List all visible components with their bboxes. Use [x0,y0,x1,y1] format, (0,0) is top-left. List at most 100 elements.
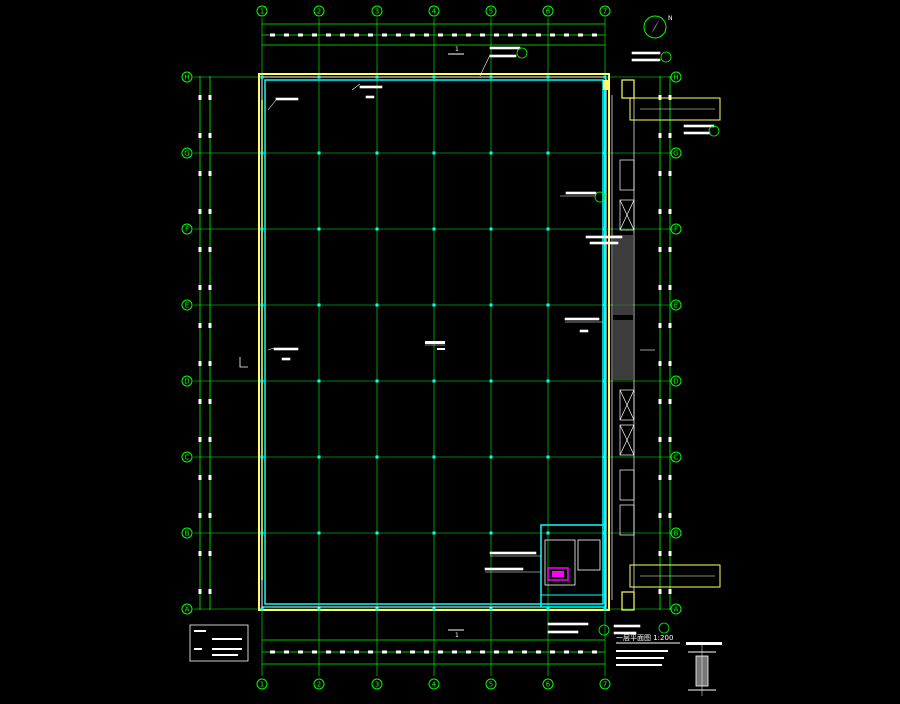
column-bubble-6-bottom: 6 [542,678,554,690]
structural-column [489,455,493,459]
column-bubble-label: 2 [317,8,321,16]
structural-column [432,227,436,231]
row-bubble-label: F [185,226,189,234]
structural-column [546,379,550,383]
north-arrow-label: N [668,15,673,22]
row-bubble-label: H [184,74,189,82]
row-bubble-B-right: B [670,527,682,539]
corner-stairs [603,79,635,611]
structural-column [432,531,436,535]
row-bubble-label: D [673,378,678,386]
structural-column [432,75,436,79]
row-bubble-label: D [184,378,189,386]
dimension-ticks [198,33,672,654]
column-bubble-2-bottom: 2 [313,678,325,690]
row-bubble-A-right: A [670,603,682,615]
structural-column [375,151,379,155]
column-bubble-label: 1 [260,681,264,689]
legend-box [189,624,249,662]
row-bubble-E-right: E [670,299,682,311]
row-bubble-label: A [674,606,679,614]
structural-column [260,531,264,535]
structural-column [375,607,379,611]
row-bubble-label: B [185,530,190,538]
left-side-marker [239,357,248,368]
plan-title: 一层平面图 1:200 [616,634,673,642]
structural-column [432,607,436,611]
column-bubble-1-top: 1 [256,5,268,17]
row-bubble-H-right: H [670,71,682,83]
structural-column [546,455,550,459]
plan-title-block: 一层平面图 1:200 [616,634,722,666]
row-bubble-label: B [674,530,679,538]
structural-column [260,227,264,231]
ramp-hatch-1 [613,235,633,315]
row-bubble-G-left: G [181,147,193,159]
structural-column [546,607,550,611]
column-bubble-label: 5 [489,8,493,16]
inner-wall-cyan [264,79,604,605]
structural-column [260,455,264,459]
column-bubble-label: 2 [317,681,321,689]
structural-column [546,303,550,307]
column-bubble-3-top: 3 [371,5,383,17]
center-elevation-tag [425,341,445,350]
structural-column [260,303,264,307]
column-bubble-label: 7 [603,681,607,689]
structural-column [489,227,493,231]
row-bubble-B-left: B [181,527,193,539]
column-bubble-5-top: 5 [485,5,497,17]
structural-column [603,607,607,611]
loading-docks [629,97,721,588]
row-bubble-label: H [673,74,678,82]
column-bubble-label: 3 [375,681,379,689]
column-bubble-3-bottom: 3 [371,678,383,690]
section-mark-bottom-label: 1 [455,632,459,639]
service-rooms [540,524,606,608]
column-bubble-5-bottom: 5 [485,678,497,690]
row-bubble-E-left: E [181,299,193,311]
structural-column [603,531,607,535]
row-bubble-label: C [674,454,679,462]
structural-column [375,455,379,459]
section-mark-bottom: 1 [448,629,464,639]
structural-column [546,151,550,155]
structural-column [260,151,264,155]
column-bubble-2-top: 2 [313,5,325,17]
structural-column [603,303,607,307]
structural-column [489,303,493,307]
east-loading-area [611,95,635,600]
column-bubble-label: 4 [432,681,437,689]
row-bubble-D-left: D [181,375,193,387]
row-bubble-label: E [185,302,189,310]
ramp-hatch-2 [613,320,633,380]
structural-column [317,607,321,611]
structural-column [432,379,436,383]
column-bubble-4-bottom: 4 [428,678,440,690]
detail-column-symbol [688,645,716,696]
axis-grid-lines [194,18,674,676]
column-bubble-label: 3 [375,8,379,16]
structural-column [603,379,607,383]
row-bubble-C-left: C [181,451,193,463]
structural-column [317,379,321,383]
structural-column [317,151,321,155]
annotation-leaders [267,46,715,635]
structural-column [317,531,321,535]
north-arrow: N [643,15,673,39]
structural-column [489,75,493,79]
structural-column [375,227,379,231]
column-bubble-4-top: 4 [428,5,440,17]
column-bubble-label: 4 [432,8,437,16]
row-bubble-label: G [673,150,678,158]
structural-column [375,75,379,79]
section-mark-top: 1 [448,46,464,55]
row-bubble-G-right: G [670,147,682,159]
row-bubble-label: C [185,454,190,462]
structural-column [489,531,493,535]
row-bubble-A-left: A [181,603,193,615]
structural-column [489,151,493,155]
column-bubble-7-bottom: 7 [599,678,611,690]
